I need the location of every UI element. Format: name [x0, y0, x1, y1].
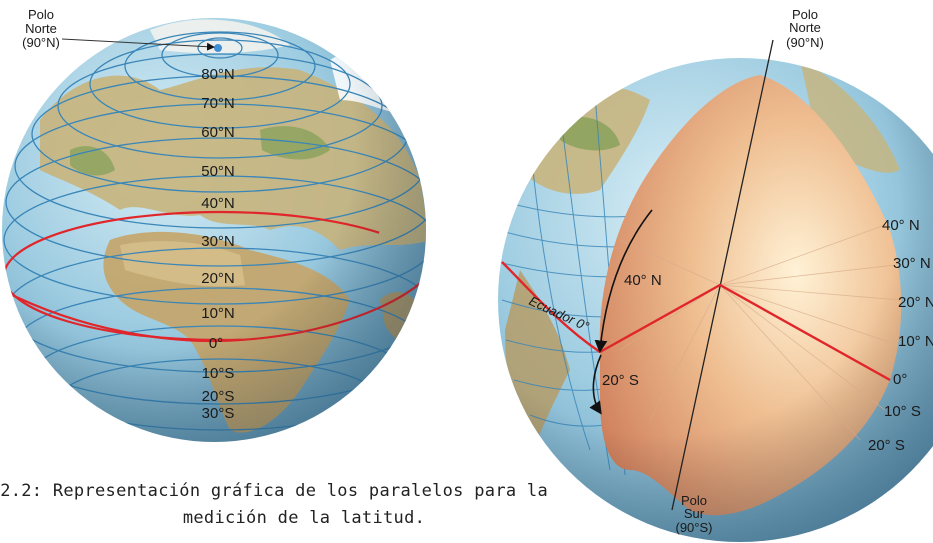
caption-line1: 2.2: Representación gráfica de los paral…: [0, 481, 548, 501]
arc-south-label: 20° S: [602, 372, 639, 389]
caption-line2: medición de la latitud.: [182, 508, 426, 528]
north-pole-pointer: [61, 38, 215, 51]
parallel-label: 20°N: [201, 270, 235, 287]
south-pole-label-line3: (90°S): [676, 520, 713, 535]
right-edge-labels: 40° N 30° N 20° N 10° N 0° 10° S 20° S: [868, 217, 933, 454]
latitude-arc-north: [594, 209, 653, 354]
right-globe: Polo Norte (90°N) Polo Sur (90°S) Ecuado…: [498, 7, 933, 542]
south-pole-label-line2: Sur: [684, 506, 705, 521]
edge-latitude-label: 20° N: [898, 294, 933, 311]
left-globe: Polo Norte (90°N) 80°N 70°N 60°N 50°N 40…: [2, 7, 426, 442]
right-equator-visible: [501, 261, 601, 353]
left-pole-label-line2: Norte: [25, 21, 57, 36]
parallel-label: 0°: [209, 335, 223, 352]
edge-latitude-label: 20° S: [868, 437, 905, 454]
parallel-label: 10°S: [202, 365, 235, 382]
edge-latitude-label: 10° S: [884, 403, 921, 420]
edge-latitude-label: 10° N: [898, 333, 933, 350]
parallel-label: 40°N: [201, 195, 235, 212]
north-pole-label-line2: Norte: [789, 20, 821, 35]
figure-caption: 2.2: Representación gráfica de los paral…: [0, 478, 548, 532]
parallel-label: 60°N: [201, 124, 235, 141]
edge-latitude-label: 40° N: [882, 217, 920, 234]
arc-north-label: 40° N: [624, 272, 662, 289]
cutaway-radials: [619, 224, 901, 441]
parallel-label: 10°N: [201, 305, 235, 322]
parallel-label: 30°S: [202, 405, 235, 422]
north-pole-label-line1: Polo: [792, 7, 818, 22]
edge-latitude-label: 0°: [893, 371, 907, 388]
left-pole-label-line1: Polo: [28, 7, 54, 22]
left-pole-label-line3: (90°N): [22, 35, 60, 50]
south-pole-label-line1: Polo: [681, 493, 707, 508]
parallel-label: 80°N: [201, 66, 235, 83]
equator-radius-lines: [599, 283, 891, 382]
north-pole-label-line3: (90°N): [786, 35, 824, 50]
latitude-arc-south: [589, 354, 602, 415]
parallel-label: 50°N: [201, 163, 235, 180]
left-parallel-labels: 80°N 70°N 60°N 50°N 40°N 30°N 20°N 10°N …: [201, 66, 235, 422]
edge-latitude-label: 30° N: [893, 255, 931, 272]
parallel-label: 30°N: [201, 233, 235, 250]
north-pole-marker: [214, 44, 222, 52]
parallel-label: 20°S: [202, 388, 235, 405]
parallel-label: 70°N: [201, 95, 235, 112]
earth-axis: [671, 39, 774, 511]
